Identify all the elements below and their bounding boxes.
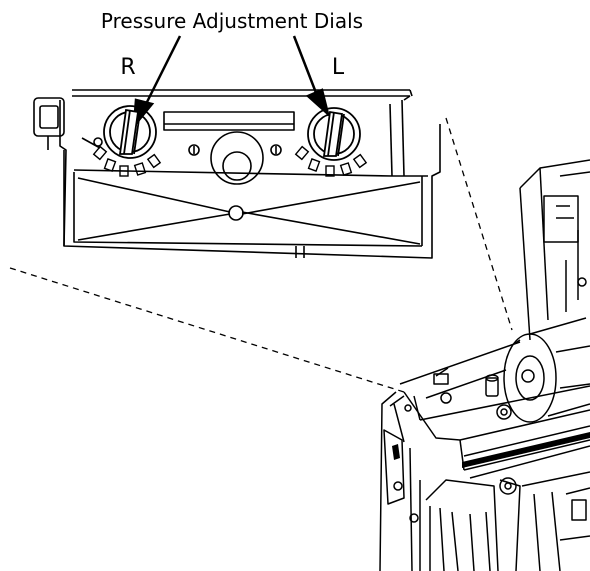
dial-housing [34, 90, 440, 258]
dial-left-label: L [332, 55, 345, 80]
pressure-dial-right [104, 106, 156, 158]
leader-arrow-left [294, 36, 328, 114]
pressure-dial-left [308, 108, 360, 160]
printer-mechanism [380, 160, 590, 571]
dial-right-label: R [120, 55, 135, 80]
callout-dashed-lines [10, 118, 512, 392]
diagram-title: Pressure Adjustment Dials [101, 9, 363, 33]
